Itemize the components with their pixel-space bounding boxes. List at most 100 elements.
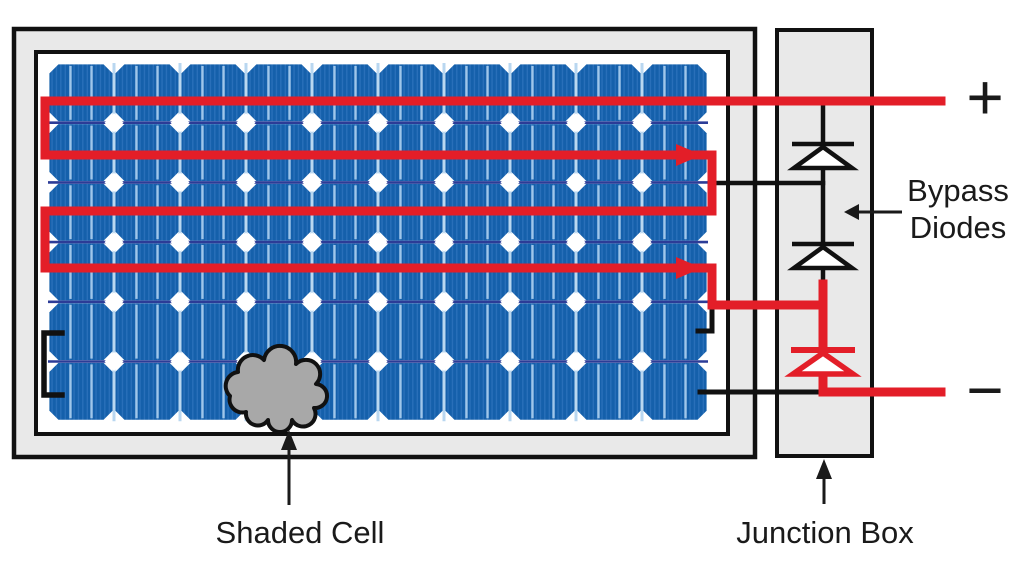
solar-cell — [643, 362, 707, 420]
current-path-red — [40, 96, 946, 397]
cell-busbar — [201, 65, 204, 120]
current-path-main — [40, 96, 946, 310]
cell-busbar — [597, 364, 600, 419]
corner-diamond — [632, 352, 652, 371]
cell-busbar — [420, 364, 423, 419]
solar-cell — [115, 362, 179, 420]
left-string-link — [41, 330, 65, 398]
positive-terminal: + — [966, 61, 1003, 133]
bypass-diodes-label-line2: Diodes — [909, 210, 1007, 245]
cell-busbar — [288, 304, 291, 359]
cell-busbar — [135, 65, 138, 120]
corner-diamond — [632, 292, 652, 312]
cell-busbar — [531, 364, 534, 419]
solar-cell — [379, 64, 443, 122]
solar-cell — [181, 303, 245, 361]
cell-busbar — [135, 304, 138, 359]
cell-busbar — [69, 65, 72, 120]
solar-cell — [115, 303, 179, 361]
cell-busbar — [684, 304, 687, 359]
cell-busbar — [531, 304, 534, 359]
cell-busbar — [597, 304, 600, 359]
corner-diamond — [368, 292, 388, 312]
solar-cell — [511, 362, 575, 420]
cell-busbar — [663, 65, 666, 120]
corner-diamond — [500, 352, 520, 371]
corner-diamond — [104, 352, 124, 371]
arrow-left-icon — [844, 204, 859, 220]
corner-diamond — [566, 172, 586, 192]
corner-diamond — [104, 292, 124, 312]
solar-cell — [379, 362, 443, 420]
corner-diamond — [566, 352, 586, 371]
cell-busbar — [156, 65, 159, 120]
cell-busbar — [222, 304, 225, 359]
cell-corner-diamonds — [104, 113, 652, 371]
solar-cell — [49, 362, 113, 420]
cell-busbar — [684, 364, 687, 419]
corner-diamond — [302, 172, 322, 192]
cell-busbar — [354, 304, 357, 359]
corner-diamond — [368, 172, 388, 192]
cell-busbar — [465, 65, 468, 120]
cell-busbar — [201, 304, 204, 359]
cell-busbar — [69, 364, 72, 419]
cell-busbar — [399, 65, 402, 120]
corner-diamond — [434, 113, 454, 133]
corner-diamond — [170, 352, 190, 371]
cell-busbar — [354, 65, 357, 120]
cell-busbar — [333, 65, 336, 120]
solar-cell — [313, 362, 377, 420]
cell-busbar — [420, 65, 423, 120]
corner-diamond — [170, 232, 190, 252]
corner-diamond — [434, 172, 454, 192]
solar-cell — [643, 64, 707, 122]
cell-busbar — [222, 364, 225, 419]
corner-diamond — [566, 113, 586, 133]
cell-busbar — [552, 364, 555, 419]
cell-busbar — [618, 65, 621, 120]
corner-diamond — [368, 113, 388, 133]
solar-cell — [511, 64, 575, 122]
current-arrow-icon — [676, 257, 702, 279]
corner-diamond — [302, 113, 322, 133]
corner-diamond — [500, 292, 520, 312]
right-string-link — [695, 306, 715, 334]
cell-busbar — [465, 304, 468, 359]
corner-diamond — [104, 172, 124, 192]
cell-busbar — [663, 304, 666, 359]
cell-busbar — [267, 65, 270, 120]
shaded-cell-label: Shaded Cell — [215, 515, 385, 550]
cell-busbar — [663, 364, 666, 419]
cell-busbar — [333, 304, 336, 359]
solar-cell — [313, 303, 377, 361]
cell-busbar — [618, 304, 621, 359]
corner-diamond — [236, 172, 256, 192]
solar-cell — [49, 64, 113, 122]
solar-cell — [247, 303, 311, 361]
cell-busbar — [90, 364, 93, 419]
cell-busbar — [420, 304, 423, 359]
solar-cell — [511, 303, 575, 361]
solar-cell — [49, 303, 113, 361]
corner-diamond — [170, 172, 190, 192]
solar-cell — [247, 64, 311, 122]
corner-diamond — [104, 113, 124, 133]
cell-busbar — [399, 364, 402, 419]
cell-busbar — [222, 65, 225, 120]
cell-busbar — [354, 364, 357, 419]
current-path-out — [818, 369, 946, 397]
corner-diamond — [632, 232, 652, 252]
cell-busbar — [597, 65, 600, 120]
cell-busbar — [156, 364, 159, 419]
corner-diamond — [566, 232, 586, 252]
cell-busbar — [486, 304, 489, 359]
cell-busbar — [135, 364, 138, 419]
bypass-diode-active — [784, 347, 862, 377]
corner-diamond — [170, 113, 190, 133]
corner-diamond — [434, 292, 454, 312]
cell-busbar — [201, 364, 204, 419]
junction-box-label: Junction Box — [736, 515, 914, 550]
